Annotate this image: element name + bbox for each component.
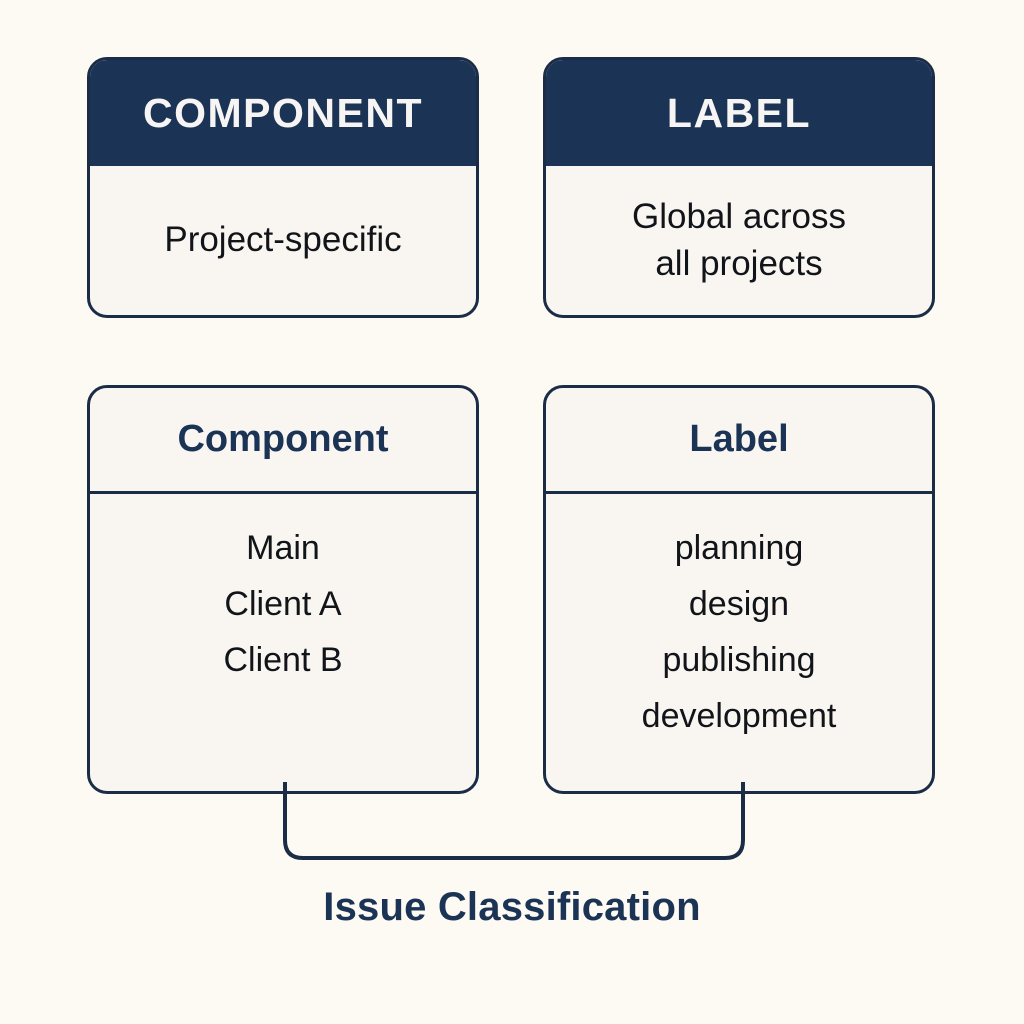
list-item: development	[641, 697, 837, 735]
list-box-component: Component Main Client A Client B	[87, 385, 479, 794]
definition-card-component-header: COMPONENT	[90, 60, 476, 166]
list-item: publishing	[662, 641, 816, 679]
definition-card-component: COMPONENT Project-specific	[87, 57, 479, 318]
definition-label-text-line2: all projects	[655, 243, 823, 283]
definition-label-text-line1: Global across	[632, 197, 846, 237]
bracket-connector	[283, 782, 745, 860]
list-item: design	[688, 585, 790, 623]
bracket-path	[283, 782, 745, 860]
list-item: Client A	[224, 585, 342, 623]
list-item: Main	[246, 529, 320, 567]
definition-card-component-body: Project-specific	[90, 166, 476, 315]
list-box-label: Label planning design publishing develop…	[543, 385, 935, 794]
definition-card-label-body: Global across all projects	[546, 166, 932, 315]
list-item: planning	[674, 529, 804, 567]
list-box-component-items: Main Client A Client B	[90, 494, 476, 791]
definition-card-label-header: LABEL	[546, 60, 932, 166]
list-box-label-header: Label	[546, 388, 932, 494]
list-box-component-header: Component	[90, 388, 476, 494]
list-box-label-items: planning design publishing development	[546, 494, 932, 791]
list-item: Client B	[223, 641, 343, 679]
definition-component-text-line1: Project-specific	[164, 220, 402, 260]
definition-card-label: LABEL Global across all projects	[543, 57, 935, 318]
page-title: Issue Classification	[323, 885, 701, 929]
